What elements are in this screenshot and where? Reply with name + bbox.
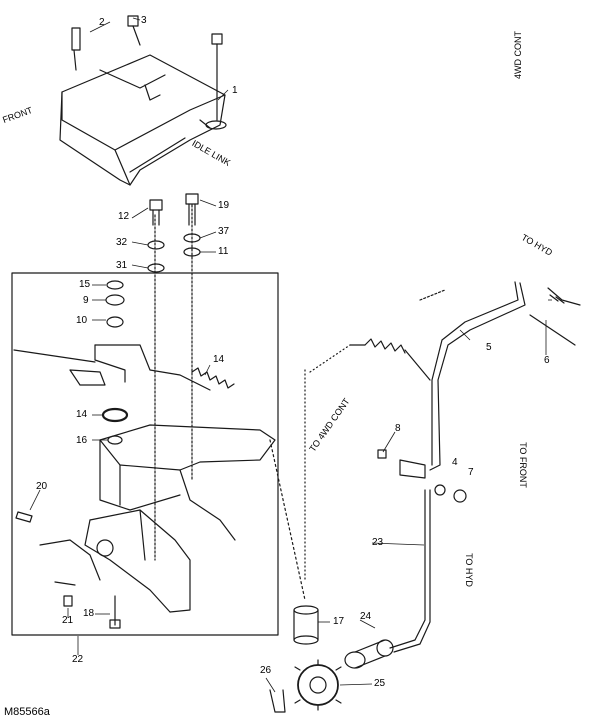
washer-32 <box>147 240 165 250</box>
label-part-20: 20 <box>36 481 48 492</box>
lower-fork <box>84 509 191 613</box>
spring-upper <box>349 338 431 381</box>
label-part-7: 7 <box>468 467 474 478</box>
spring-14 <box>191 367 235 389</box>
label-part-11: 11 <box>218 246 229 257</box>
label-part-32: 32 <box>116 237 128 248</box>
rod-23 <box>389 489 426 649</box>
label-part-3: 3 <box>141 15 147 26</box>
bushing-17 <box>293 605 319 645</box>
label-part-2: 2 <box>99 17 105 28</box>
label-part-24: 24 <box>360 611 372 622</box>
bolt-19 <box>185 193 199 226</box>
label-part-16: 16 <box>76 435 88 446</box>
note-to-hyd: TO HYD <box>463 553 474 587</box>
assembly-frame <box>11 272 279 636</box>
housing-cover <box>59 54 226 186</box>
label-part-18: 18 <box>83 608 95 619</box>
label-part-14-gear: 14 <box>76 409 88 420</box>
label-part-4: 4 <box>452 457 458 468</box>
label-part-22: 22 <box>72 654 84 665</box>
note-to-front: TO FRONT <box>517 442 528 488</box>
label-part-37: 37 <box>218 226 230 237</box>
label-part-6: 6 <box>544 355 550 366</box>
note-4wd-cont: 4WD CONT <box>513 31 523 79</box>
label-part-17: 17 <box>333 616 345 627</box>
right-link <box>529 287 581 346</box>
bolt-12 <box>149 199 163 226</box>
lever-5 <box>429 281 526 471</box>
shift-plate <box>99 424 276 541</box>
top-bolt-3 <box>127 15 141 46</box>
label-part-12: 12 <box>118 211 130 222</box>
label-part-9: 9 <box>83 295 89 306</box>
label-part-23: 23 <box>372 537 384 548</box>
label-part-31: 31 <box>116 260 128 271</box>
label-part-10: 10 <box>76 315 88 326</box>
shift-bracket <box>13 344 211 391</box>
label-part-26: 26 <box>260 665 272 676</box>
bushing-24 <box>344 639 394 669</box>
label-part-19: 19 <box>218 200 230 211</box>
label-part-21: 21 <box>62 615 74 626</box>
label-part-15: 15 <box>79 279 91 290</box>
top-bolt-1 <box>205 33 227 130</box>
nut-31 <box>147 263 165 273</box>
gear-25 <box>294 659 342 711</box>
label-part-8: 8 <box>395 423 401 434</box>
figure-id: M85566a <box>4 706 50 718</box>
top-bolt-2 <box>71 27 81 71</box>
label-part-1: 1 <box>232 85 238 96</box>
label-part-14-spring: 14 <box>213 354 225 365</box>
label-part-5: 5 <box>486 342 492 353</box>
label-part-25: 25 <box>374 678 386 689</box>
